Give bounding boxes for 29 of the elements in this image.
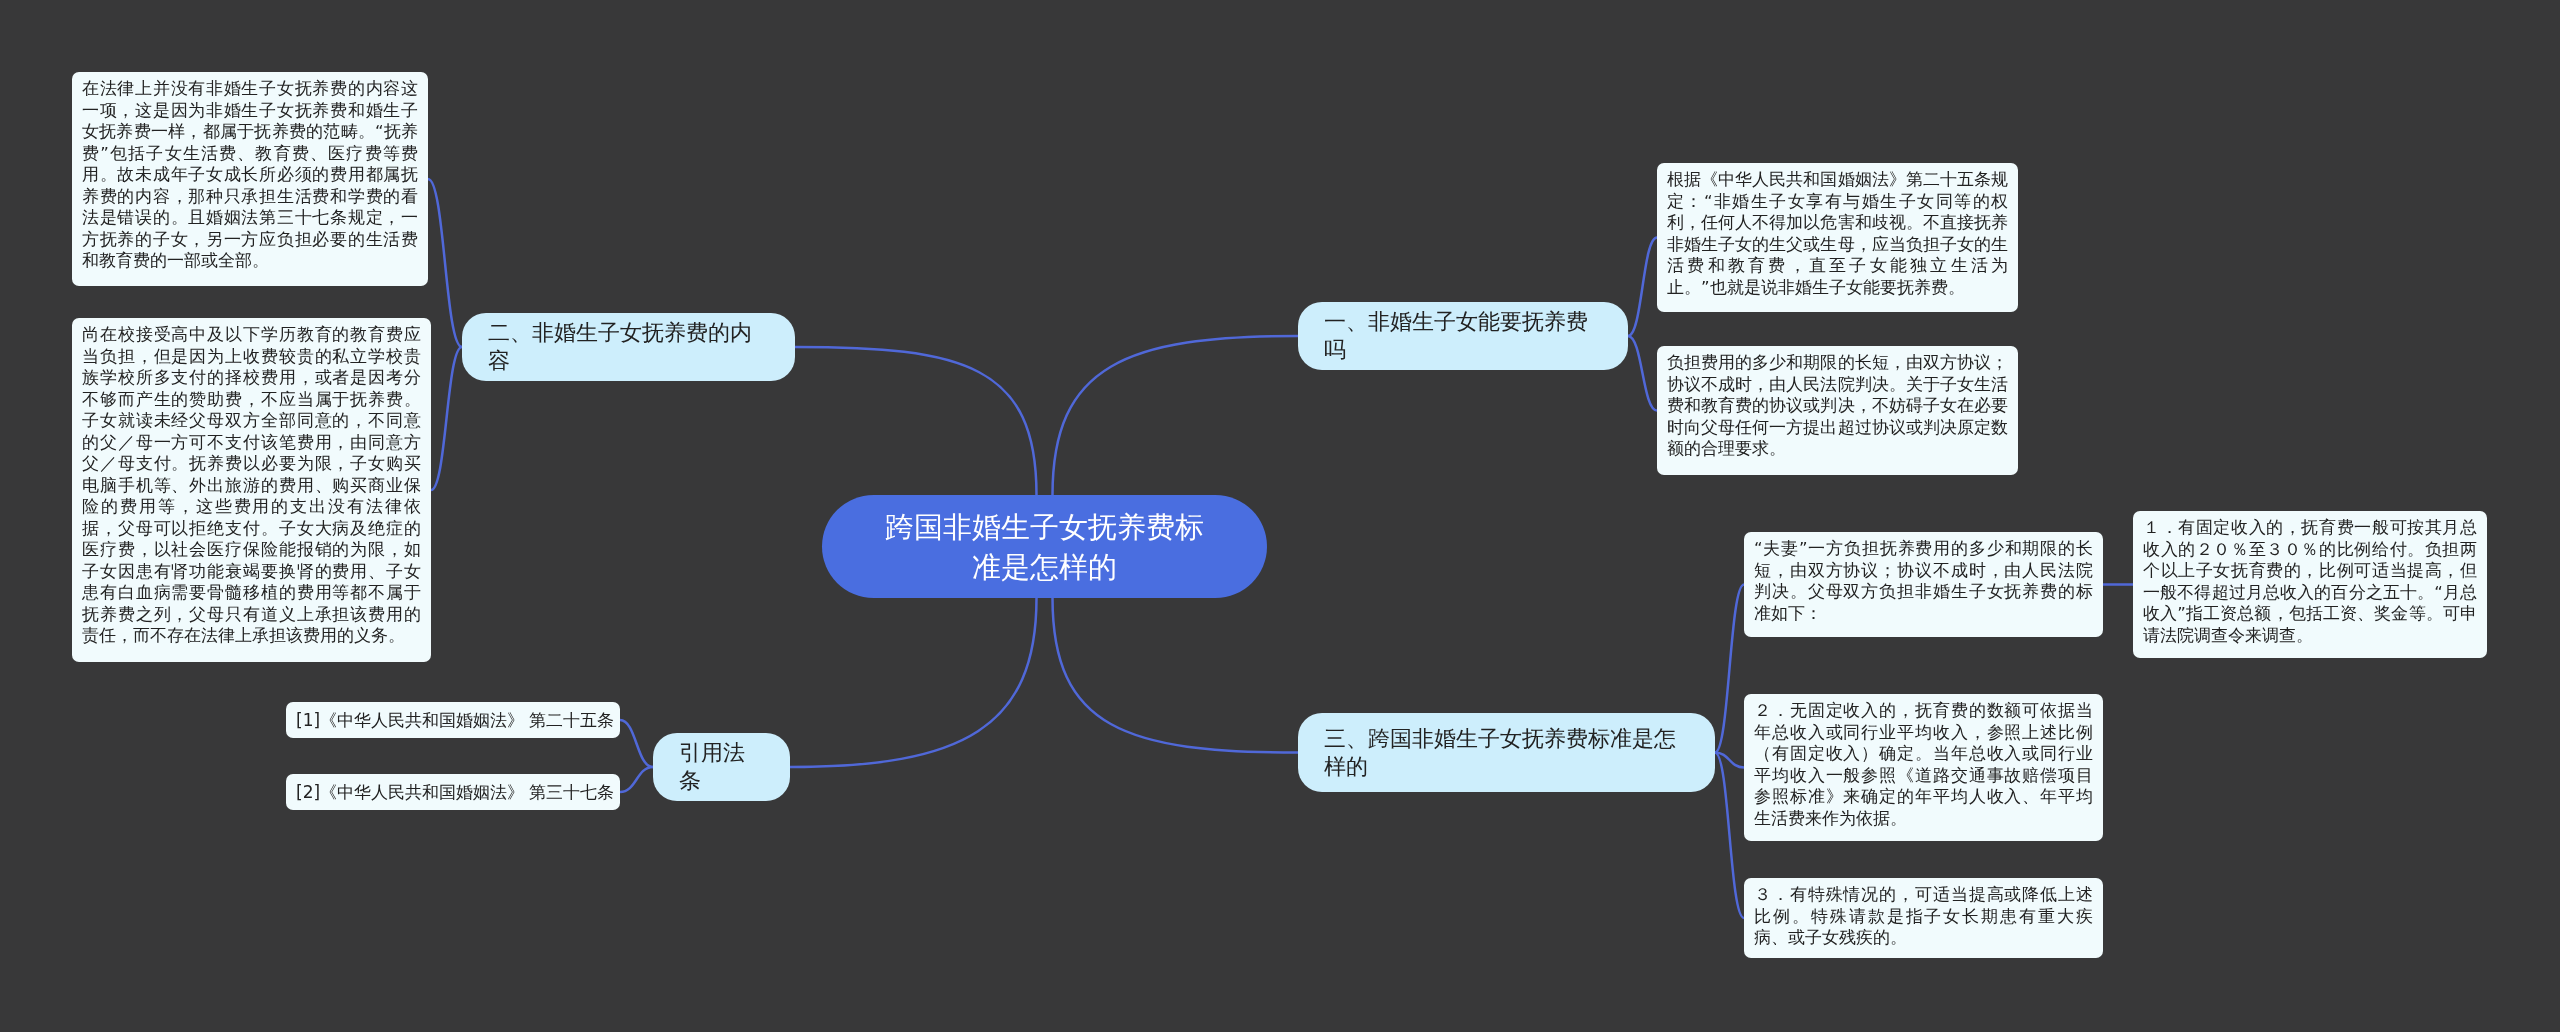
- text-card: 负担费用的多少和期限的长短，由双方协议；协议不成时，由人民法院判决。关于子女生活费和教育费的协议或判决，不妨碍子女在必要时向父母任何一方提出超过协议或判决原定数额的合理要求。: [1657, 346, 2018, 475]
- connector-line: [1714, 751, 1745, 919]
- connector-line: [1627, 334, 1658, 412]
- connector-line: [1051, 334, 1299, 496]
- citation-box: [1]《中华人民共和国婚姻法》 第二十五条: [286, 702, 620, 738]
- text-card: ２．无固定收入的，抚育费的数额可依据当年总收入或同行业平均收入，参照上述比例（有固定收入）确定。当年总收入或同行业平均收入一般参照《道路交通事故赔偿项目参照标准》来确定的年平均人收入、年平均生活费来作为依据。: [1744, 694, 2103, 841]
- connector-line: [1714, 751, 1745, 769]
- text-card: 尚在校接受高中及以下学历教育的教育费应当负担，但是因为上收费较贵的私立学校贵族学校所多支付的择校费用，或者是因考分不够而产生的赞助费，不应当属于抚养费。子女就读未经父母双方全部同意的，不同意的父／母一方可不支付该笔费用，由同意方父／母支付。抚养费以必要为限，子女购买电脑手机等、外出旅游的费用、购买商业保险的费用等，这些费用的支出没有法律依据，父母可以拒绝支付。子女大病及绝症的医疗费，以社会医疗保险能报销的为限，如子女因患有肾功能衰竭要换肾的费用、子女患有白血病需要骨髓移植的费用等都不属于抚养费之列，父母只有道义上承担该费用的责任，而不存在法律上承担该费用的义务。: [72, 318, 431, 662]
- connector-line: [1714, 583, 1745, 754]
- central-topic: 跨国非婚生子女抚养费标准是怎样的: [822, 495, 1267, 598]
- text-card: 在法律上并没有非婚生子女抚养费的内容这一项，这是因为非婚生子女抚养费和婚生子女抚养费一样，都属于抚养费的范畴。“抚养费”包括子女生活费、教育费、医疗费等费用。故未成年子女成长所必须的费用都属抚养费的内容，那种只承担生活费和学费的看法是错误的。且婚姻法第三十七条规定，一方抚养的子女，另一方应负担必要的生活费和教育费的一部或全部。: [72, 72, 428, 286]
- connector-line: [795, 345, 1038, 496]
- connector-line: [619, 718, 654, 769]
- connector-line: [619, 765, 654, 794]
- text-card: “夫妻”一方负担抚养费用的多少和期限的长短，由双方协议；协议不成时，由人民法院判决。父母双方负担非婚生子女抚养费的标准如下：: [1744, 532, 2103, 637]
- connector-line: [789, 597, 1038, 769]
- connector-line: [430, 346, 463, 491]
- topic-box: 三、跨国非婚生子女抚养费标准是怎样的: [1298, 713, 1715, 792]
- text-card: 根据《中华人民共和国婚姻法》第二十五条规定：“非婚生子女享有与婚生子女同等的权利，任何人不得加以危害和歧视。不直接抚养非婚生子女的生父或生母，应当负担子女的生活费和教育费，直至子女能独立生活为止。”也就是说非婚生子女能要抚养费。: [1657, 163, 2018, 312]
- topic-box: 一、非婚生子女能要抚养费吗: [1298, 302, 1628, 370]
- connector-line: [1627, 236, 1658, 338]
- text-card: ３．有特殊情况的，可适当提高或降低上述比例。特殊请款是指子女长期患有重大疾病、或子女残疾的。: [1744, 878, 2103, 958]
- topic-box: 引用法条: [653, 733, 790, 801]
- text-card: １．有固定收入的，抚育费一般可按其月总收入的２０％至３０％的比例给付。负担两个以上子女抚育费的，比例可适当提高，但一般不得超过月总收入的百分之五十。“月总收入”指工资总额，包括工资、奖金等。可申请法院调查令来调查。: [2133, 511, 2487, 658]
- citation-box: [2]《中华人民共和国婚姻法》 第三十七条: [286, 774, 620, 810]
- connector-line: [2103, 583, 2133, 586]
- connector-line: [427, 178, 463, 348]
- connector-line: [1051, 597, 1298, 754]
- topic-box: 二、非婚生子女抚养费的内容: [462, 313, 795, 381]
